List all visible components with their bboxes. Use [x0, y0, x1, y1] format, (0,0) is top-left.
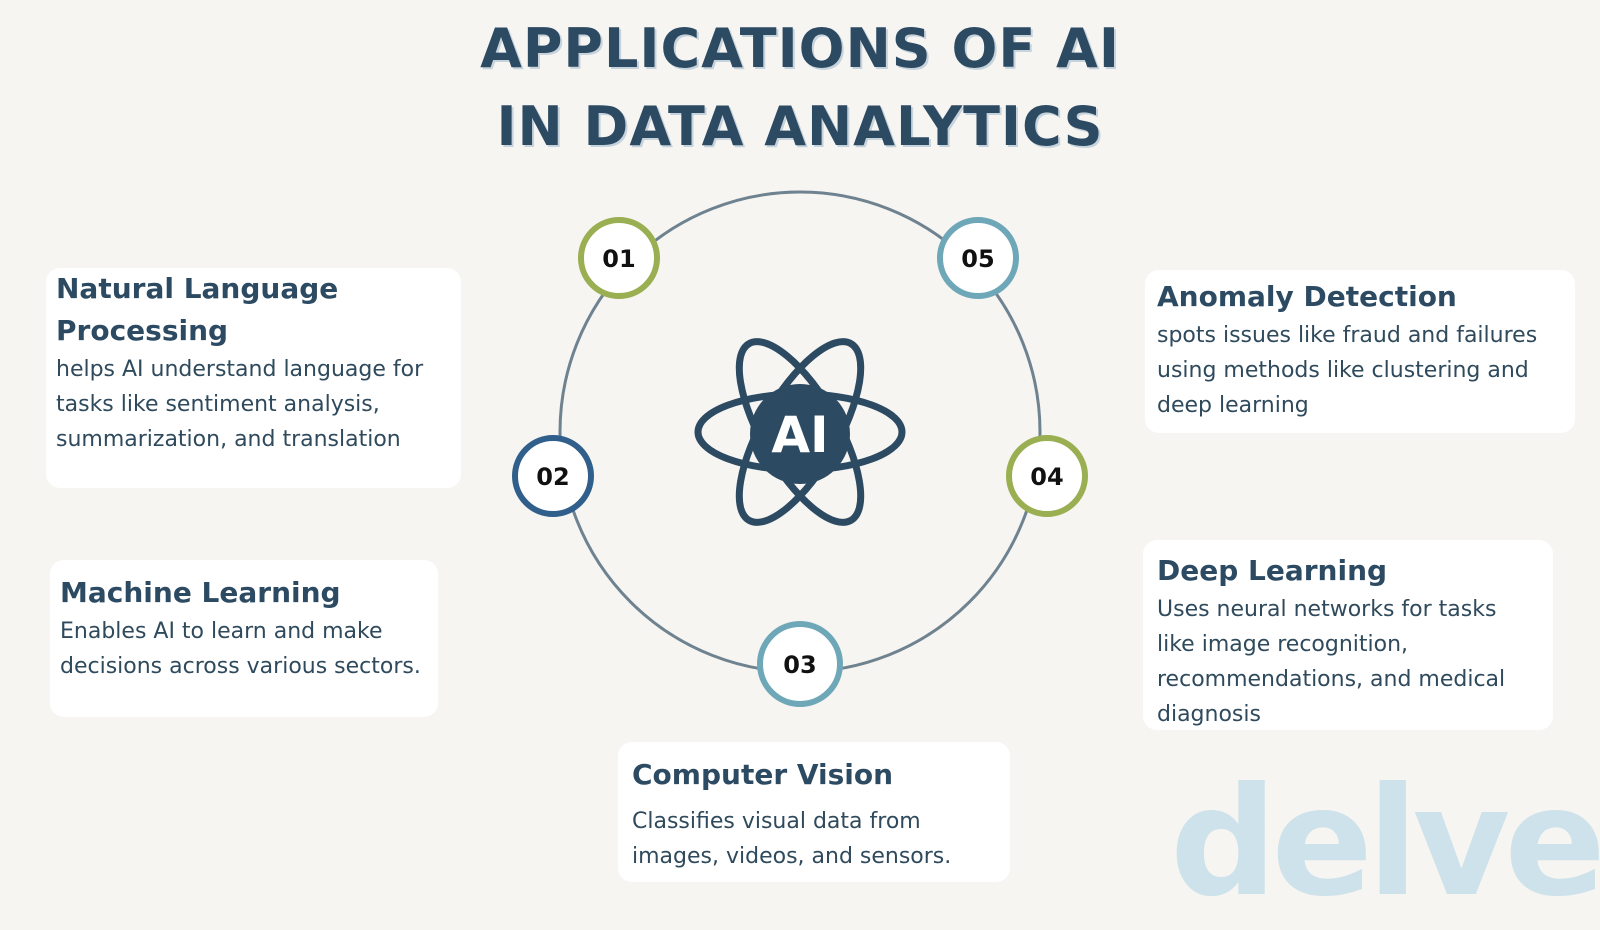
- card-text-dl: Uses neural networks for tasks like imag…: [1157, 597, 1506, 727]
- card-text-cv: Classifies visual data from images, vide…: [632, 809, 952, 869]
- card-title-cv: Computer Vision: [632, 758, 894, 791]
- step-badge-03: 03: [757, 621, 843, 707]
- card-machine-learning: Machine Learning Enables AI to learn and…: [50, 560, 438, 717]
- card-title-dl: Deep Learning: [1157, 554, 1388, 587]
- page-title-line-2: IN DATA ANALYTICS: [496, 95, 1104, 158]
- ai-applications-diagram: AI 01 02 03 04 05: [512, 190, 1088, 707]
- card-computer-vision: Computer Vision Classifies visual data f…: [618, 742, 1010, 882]
- step-number-03: 03: [783, 651, 816, 679]
- delve-logo: delve: [1169, 756, 1600, 930]
- step-badge-02: 02: [512, 435, 594, 517]
- step-badge-05: 05: [937, 217, 1019, 299]
- card-title-nlp: Natural Language Processing: [56, 272, 339, 347]
- ai-label: AI: [771, 406, 828, 464]
- card-text-nlp: helps AI understand language for tasks l…: [56, 357, 424, 452]
- card-title-ml: Machine Learning: [60, 576, 341, 609]
- step-number-05: 05: [961, 245, 994, 273]
- card-deep-learning: Deep Learning Uses neural networks for t…: [1143, 540, 1553, 730]
- step-number-02: 02: [536, 463, 569, 491]
- step-badge-01: 01: [578, 217, 660, 299]
- page-title-line-1: APPLICATIONS OF AI: [480, 17, 1120, 80]
- card-text-ad: spots issues like fraud and failures usi…: [1157, 323, 1538, 418]
- card-text-ml: Enables AI to learn and make decisions a…: [60, 619, 421, 679]
- step-number-04: 04: [1030, 463, 1063, 491]
- step-number-01: 01: [602, 245, 635, 273]
- step-badge-04: 04: [1006, 435, 1088, 517]
- card-anomaly-detection: Anomaly Detection spots issues like frau…: [1145, 270, 1575, 433]
- card-title-ad: Anomaly Detection: [1157, 280, 1457, 313]
- card-natural-language-processing: Natural Language Processing helps AI und…: [46, 268, 461, 488]
- atom-icon: AI: [694, 338, 906, 526]
